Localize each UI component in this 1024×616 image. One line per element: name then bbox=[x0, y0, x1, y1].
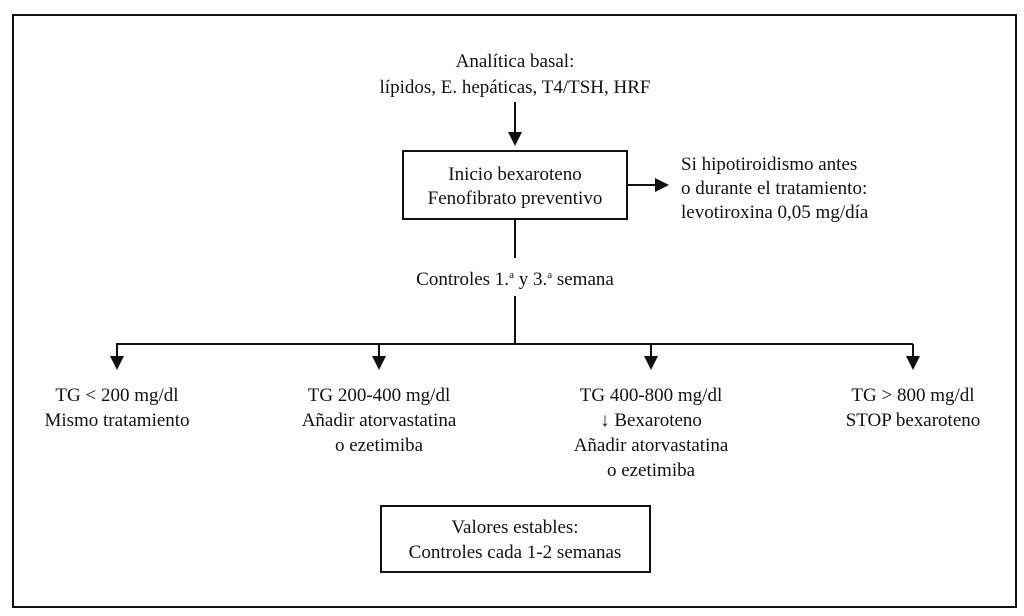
branch-arrow-2 bbox=[372, 344, 386, 370]
branch-3-line-2: ↓ Bexaroteno bbox=[600, 410, 702, 431]
thyroid-note-line-3: levotiroxina 0,05 mg/día bbox=[681, 202, 869, 223]
stable-values-box: Valores estables: Controles cada 1-2 sem… bbox=[380, 505, 651, 573]
stable-values-line-2: Controles cada 1-2 semanas bbox=[409, 542, 622, 563]
arrow-to-start bbox=[508, 102, 522, 146]
branch-2-line-1: TG 200-400 mg/dl bbox=[308, 385, 451, 406]
branch-1-line-2: Mismo tratamiento bbox=[44, 410, 189, 431]
branch-2-line-2: Añadir atorvastatina bbox=[302, 410, 457, 431]
stable-values-box-frame bbox=[380, 505, 651, 573]
start-box-frame bbox=[402, 150, 628, 220]
branch-tg-400-800: TG 400-800 mg/dl ↓ Bexaroteno Añadir ato… bbox=[574, 385, 729, 481]
branch-arrow-4 bbox=[906, 344, 920, 370]
branch-4-line-1: TG > 800 mg/dl bbox=[851, 385, 974, 406]
start-box: Inicio bexaroteno Fenofibrato preventivo bbox=[402, 150, 628, 220]
branch-tg-over-800: TG > 800 mg/dl STOP bexaroteno bbox=[846, 385, 981, 431]
branch-arrow-1 bbox=[110, 344, 124, 370]
stable-values-line-1: Valores estables: bbox=[451, 517, 578, 538]
branch-tg-200-400: TG 200-400 mg/dl Añadir atorvastatina o … bbox=[302, 385, 457, 456]
controls-label: Controles 1.a y 3.a semana bbox=[416, 269, 614, 290]
start-box-line-2: Fenofibrato preventivo bbox=[428, 188, 603, 209]
thyroid-note-line-2: o durante el tratamiento: bbox=[681, 178, 867, 199]
branch-3-line-3: Añadir atorvastatina bbox=[574, 435, 729, 456]
branch-4-line-2: STOP bexaroteno bbox=[846, 410, 981, 431]
thyroid-note-line-1: Si hipotiroidismo antes bbox=[681, 154, 857, 175]
arrow-to-thyroid-note bbox=[627, 178, 669, 192]
branch-2-line-3: o ezetimiba bbox=[335, 435, 424, 456]
thyroid-note: Si hipotiroidismo antes o durante el tra… bbox=[681, 154, 869, 223]
baseline-line-1: Analítica basal: bbox=[456, 51, 575, 72]
branch-3-line-4: o ezetimiba bbox=[607, 460, 696, 481]
branch-1-line-1: TG < 200 mg/dl bbox=[55, 385, 178, 406]
start-box-line-1: Inicio bexaroteno bbox=[448, 164, 581, 185]
baseline-line-2: lípidos, E. hepáticas, T4/TSH, HRF bbox=[380, 77, 651, 98]
outer-frame bbox=[12, 14, 1017, 608]
baseline-analysis: Analítica basal: lípidos, E. hepáticas, … bbox=[380, 51, 651, 98]
branch-3-line-1: TG 400-800 mg/dl bbox=[580, 385, 723, 406]
branch-arrow-3 bbox=[644, 344, 658, 370]
branch-tg-under-200: TG < 200 mg/dl Mismo tratamiento bbox=[44, 385, 189, 431]
